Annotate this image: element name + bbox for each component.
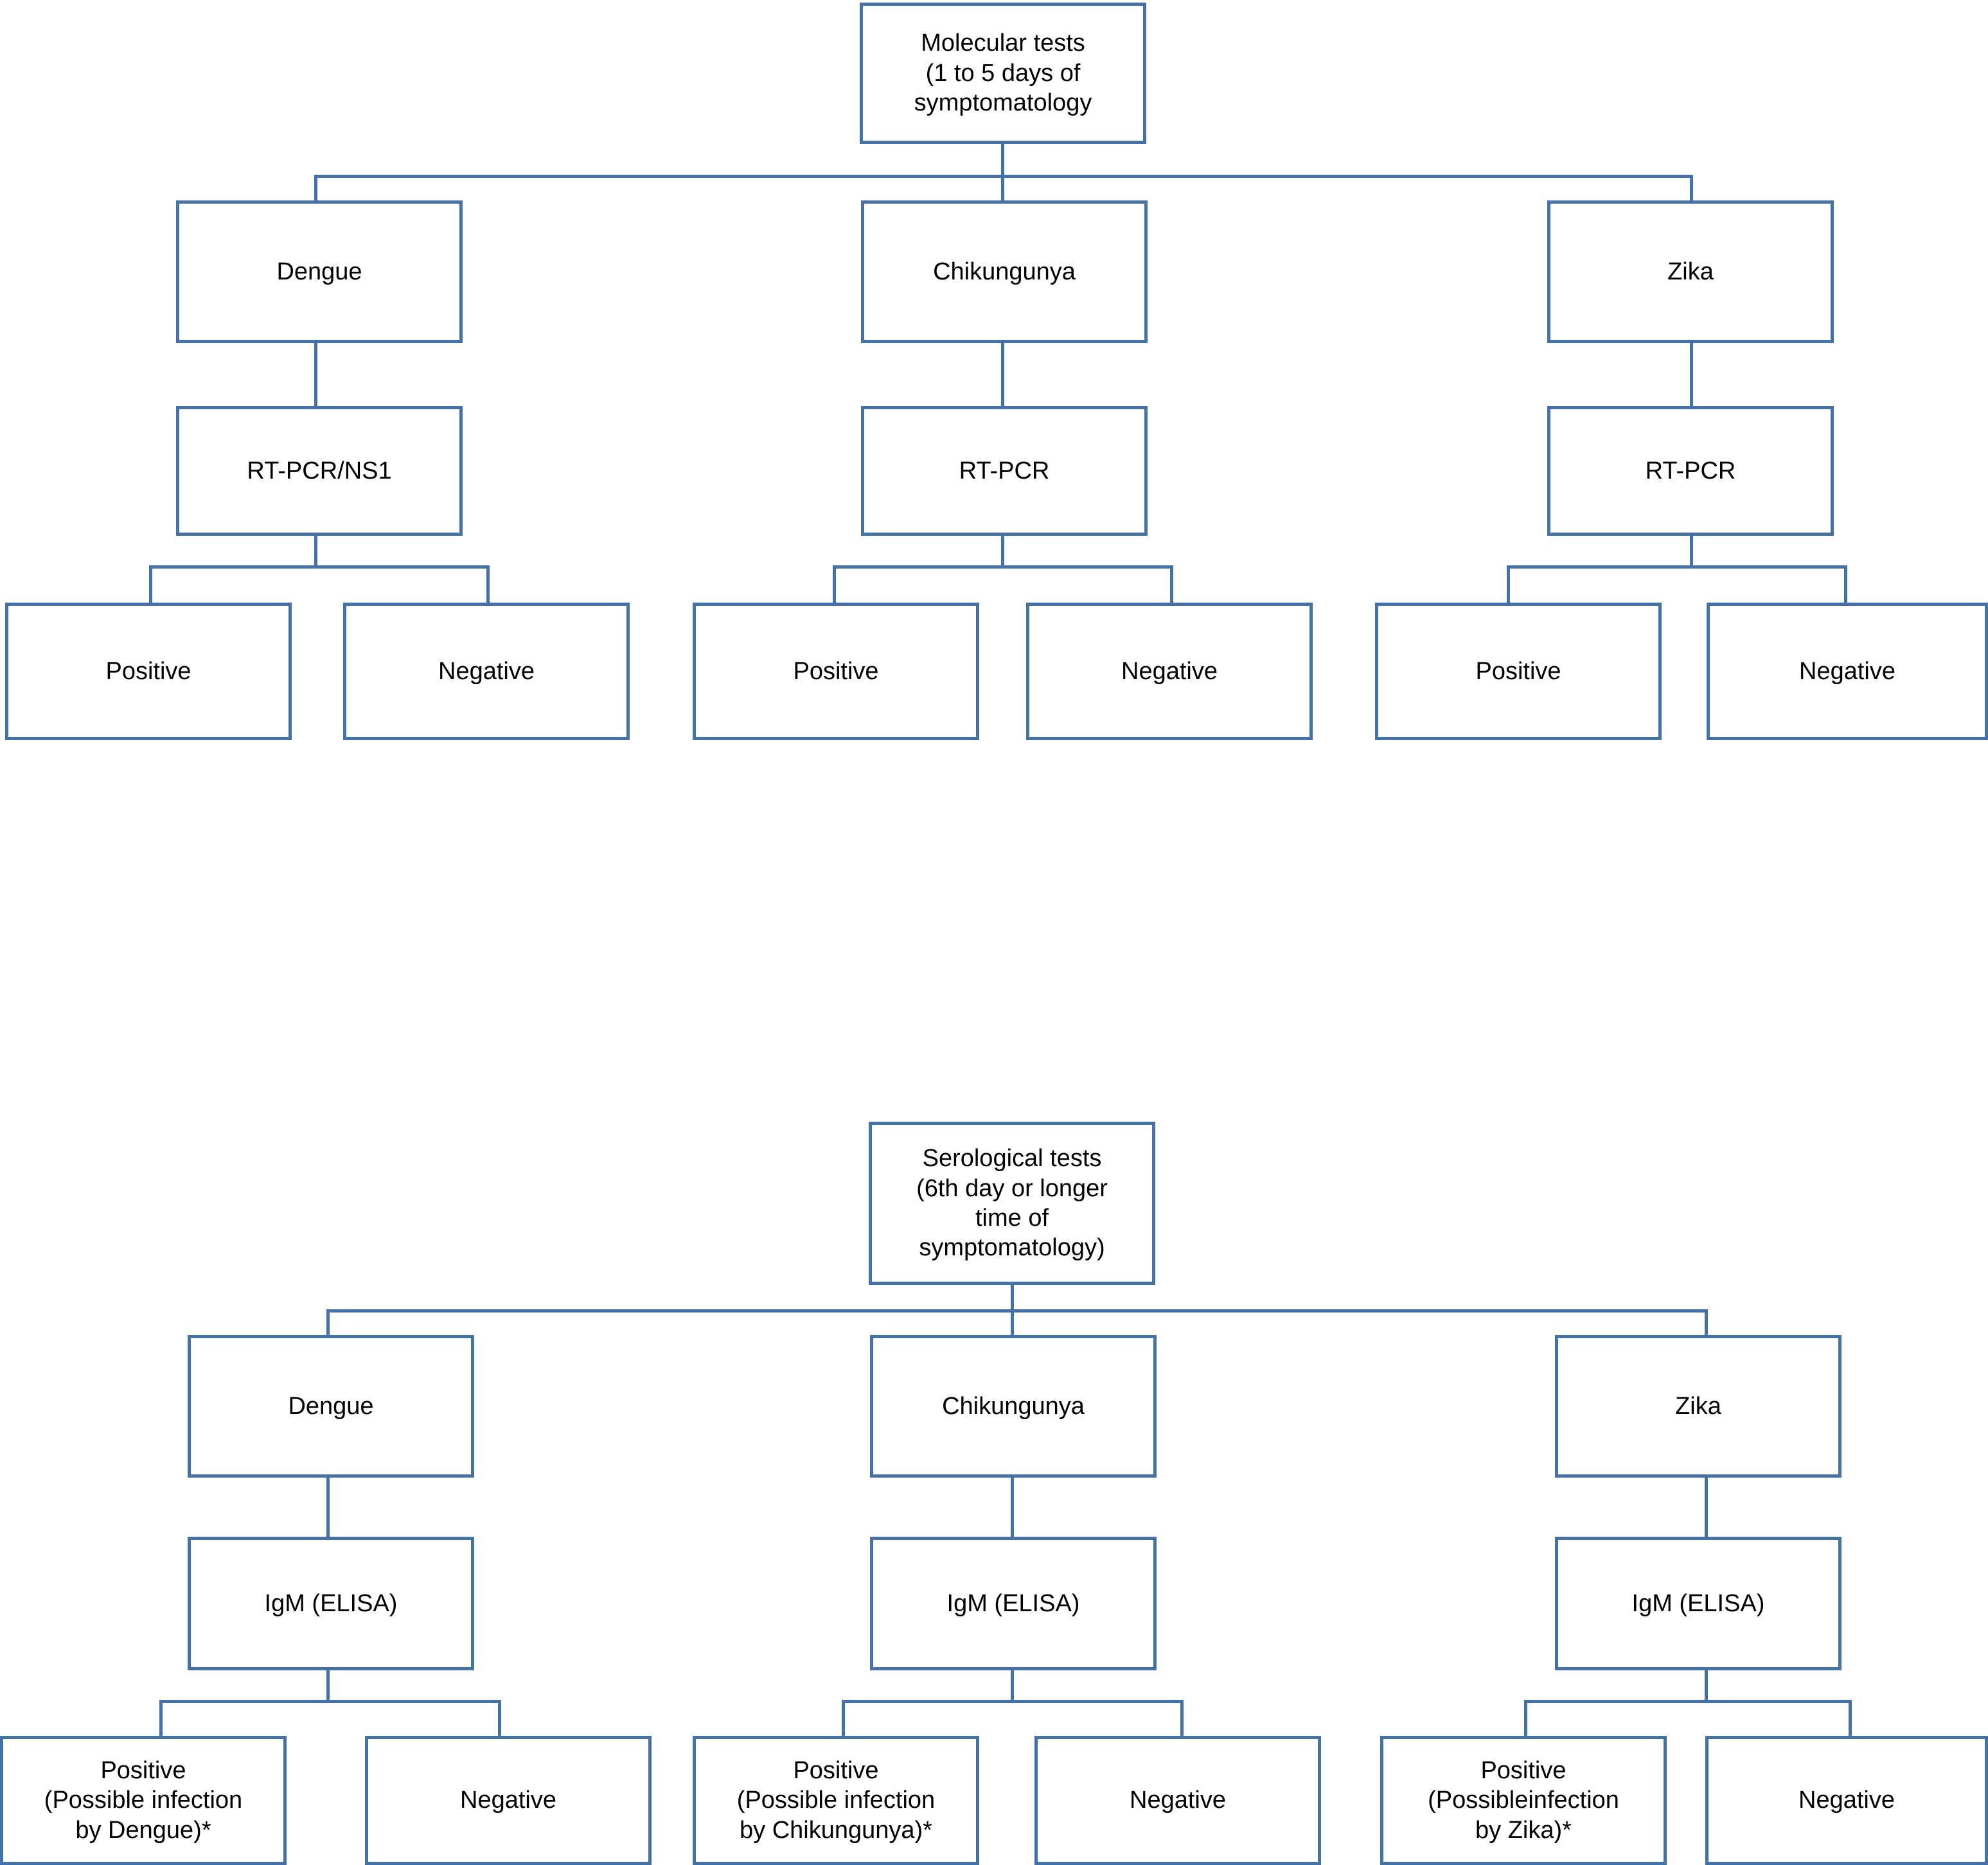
molecular-zika-drop-positive [1507,565,1510,605]
molecular-drop-dengue [314,175,317,202]
molecular-chikungunya-drop-positive [833,565,836,605]
serological-outcome-chikungunya-negative: Negative [1034,1736,1321,1865]
serological-outcome-dengue-positive: Positive (Possible infection by Dengue)* [0,1736,287,1865]
molecular-disease-zika: Zika [1547,200,1834,343]
molecular-chikungunya-to-test [1001,343,1004,407]
serological-dengue-drop-positive [159,1700,163,1740]
molecular-zika-split [1507,565,1847,569]
molecular-dengue-drop-positive [149,565,152,605]
molecular-test-zika: RT-PCR [1547,406,1834,536]
serological-dengue-test-stem [326,1670,330,1702]
molecular-chikungunya-split [833,565,1173,569]
serological-dengue-split [159,1700,501,1703]
serological-chikungunya-drop-negative [1180,1700,1184,1740]
molecular-zika-test-stem [1690,536,1693,568]
serological-zika-split [1524,1700,1852,1703]
serological-drop-zika [1705,1309,1708,1336]
molecular-chikungunya-test-stem [1001,536,1004,568]
molecular-outcome-dengue-positive: Positive [5,603,292,740]
serological-chikungunya-to-test [1011,1478,1014,1538]
molecular-drop-chikungunya [1001,175,1004,202]
serological-chikungunya-drop-positive [842,1700,845,1740]
serological-outcome-dengue-negative: Negative [365,1736,652,1865]
serological-root-stem [1011,1285,1014,1312]
serological-outcome-zika-negative: Negative [1705,1736,1988,1865]
molecular-outcome-zika-positive: Positive [1375,603,1662,740]
serological-chikungunya-test-stem [1011,1670,1014,1702]
serological-disease-dengue: Dengue [188,1335,474,1478]
molecular-dengue-test-stem [314,536,317,568]
molecular-outcome-dengue-negative: Negative [343,603,630,740]
serological-drop-chikungunya [1011,1309,1014,1336]
molecular-disease-dengue: Dengue [176,200,463,343]
serological-disease-zika: Zika [1555,1335,1842,1478]
serological-trunk [326,1309,1708,1313]
serological-zika-test-stem [1705,1670,1708,1702]
serological-dengue-to-test [326,1478,330,1538]
serological-root-node: Serological tests (6th day or longer tim… [869,1122,1155,1285]
molecular-dengue-drop-negative [486,565,490,605]
molecular-dengue-to-test [314,343,317,407]
molecular-zika-to-test [1690,343,1693,407]
serological-zika-drop-positive [1524,1700,1527,1740]
molecular-chikungunya-drop-negative [1170,565,1173,605]
serological-outcome-chikungunya-positive: Positive (Possible infection by Chikungu… [693,1736,979,1865]
serological-test-dengue: IgM (ELISA) [188,1537,474,1670]
molecular-root-stem [1001,144,1004,177]
molecular-zika-drop-negative [1844,565,1847,605]
serological-zika-drop-negative [1849,1700,1852,1740]
serological-outcome-zika-positive: Positive (Possibleinfection by Zika)* [1380,1736,1667,1865]
molecular-outcome-zika-negative: Negative [1707,603,1988,740]
molecular-disease-chikungunya: Chikungunya [861,200,1148,343]
molecular-test-dengue: RT-PCR/NS1 [176,406,463,536]
molecular-root-node: Molecular tests (1 to 5 days of symptoma… [860,3,1146,144]
serological-disease-chikungunya: Chikungunya [870,1335,1157,1478]
serological-chikungunya-split [842,1700,1184,1703]
molecular-dengue-split [149,565,490,569]
serological-test-zika: IgM (ELISA) [1555,1537,1842,1670]
molecular-outcome-chikungunya-positive: Positive [693,603,979,740]
serological-dengue-drop-negative [498,1700,501,1740]
serological-zika-to-test [1705,1478,1708,1538]
molecular-test-chikungunya: RT-PCR [861,406,1148,536]
molecular-outcome-chikungunya-negative: Negative [1026,603,1313,740]
serological-test-chikungunya: IgM (ELISA) [870,1537,1157,1670]
serological-drop-dengue [326,1309,330,1336]
molecular-drop-zika [1690,175,1693,202]
